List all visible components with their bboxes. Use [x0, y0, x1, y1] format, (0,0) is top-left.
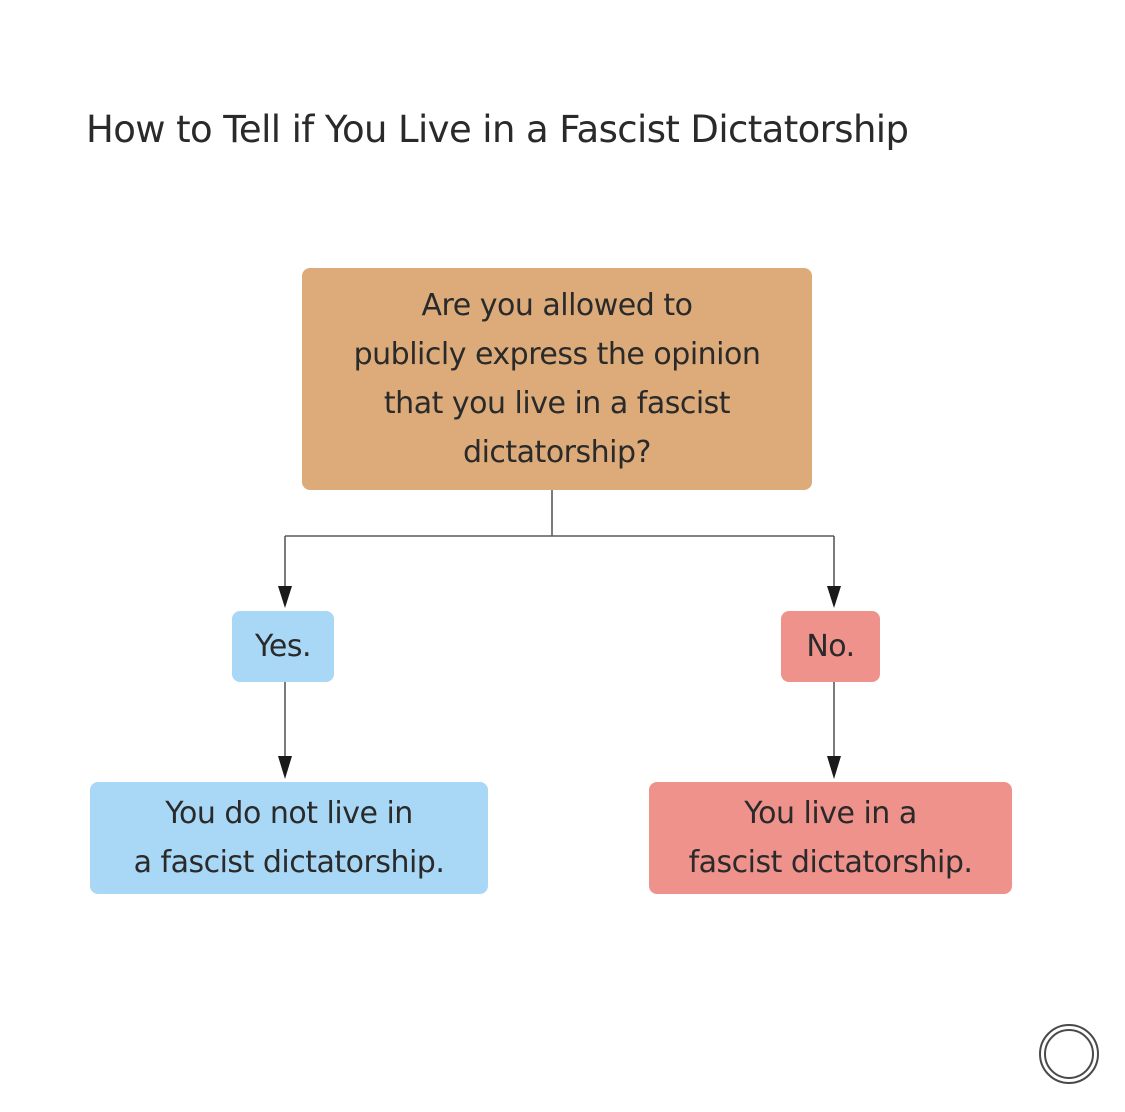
- fascist-result-box: You live in a fascist dictatorship.: [649, 782, 1012, 894]
- arrow-to-yes-result: [278, 756, 292, 779]
- arrow-to-yes: [278, 586, 292, 608]
- diagram-title: How to Tell if You Live in a Fascist Dic…: [86, 108, 909, 151]
- circle-button-icon[interactable]: [1038, 1023, 1100, 1085]
- not-fascist-result-box: You do not live in a fascist dictatorshi…: [90, 782, 488, 894]
- no-answer-box: No.: [781, 611, 880, 682]
- yes-answer-box: Yes.: [232, 611, 334, 682]
- arrow-to-no: [827, 586, 841, 608]
- question-box: Are you allowed to publicly express the …: [302, 268, 812, 490]
- arrow-to-no-result: [827, 756, 841, 779]
